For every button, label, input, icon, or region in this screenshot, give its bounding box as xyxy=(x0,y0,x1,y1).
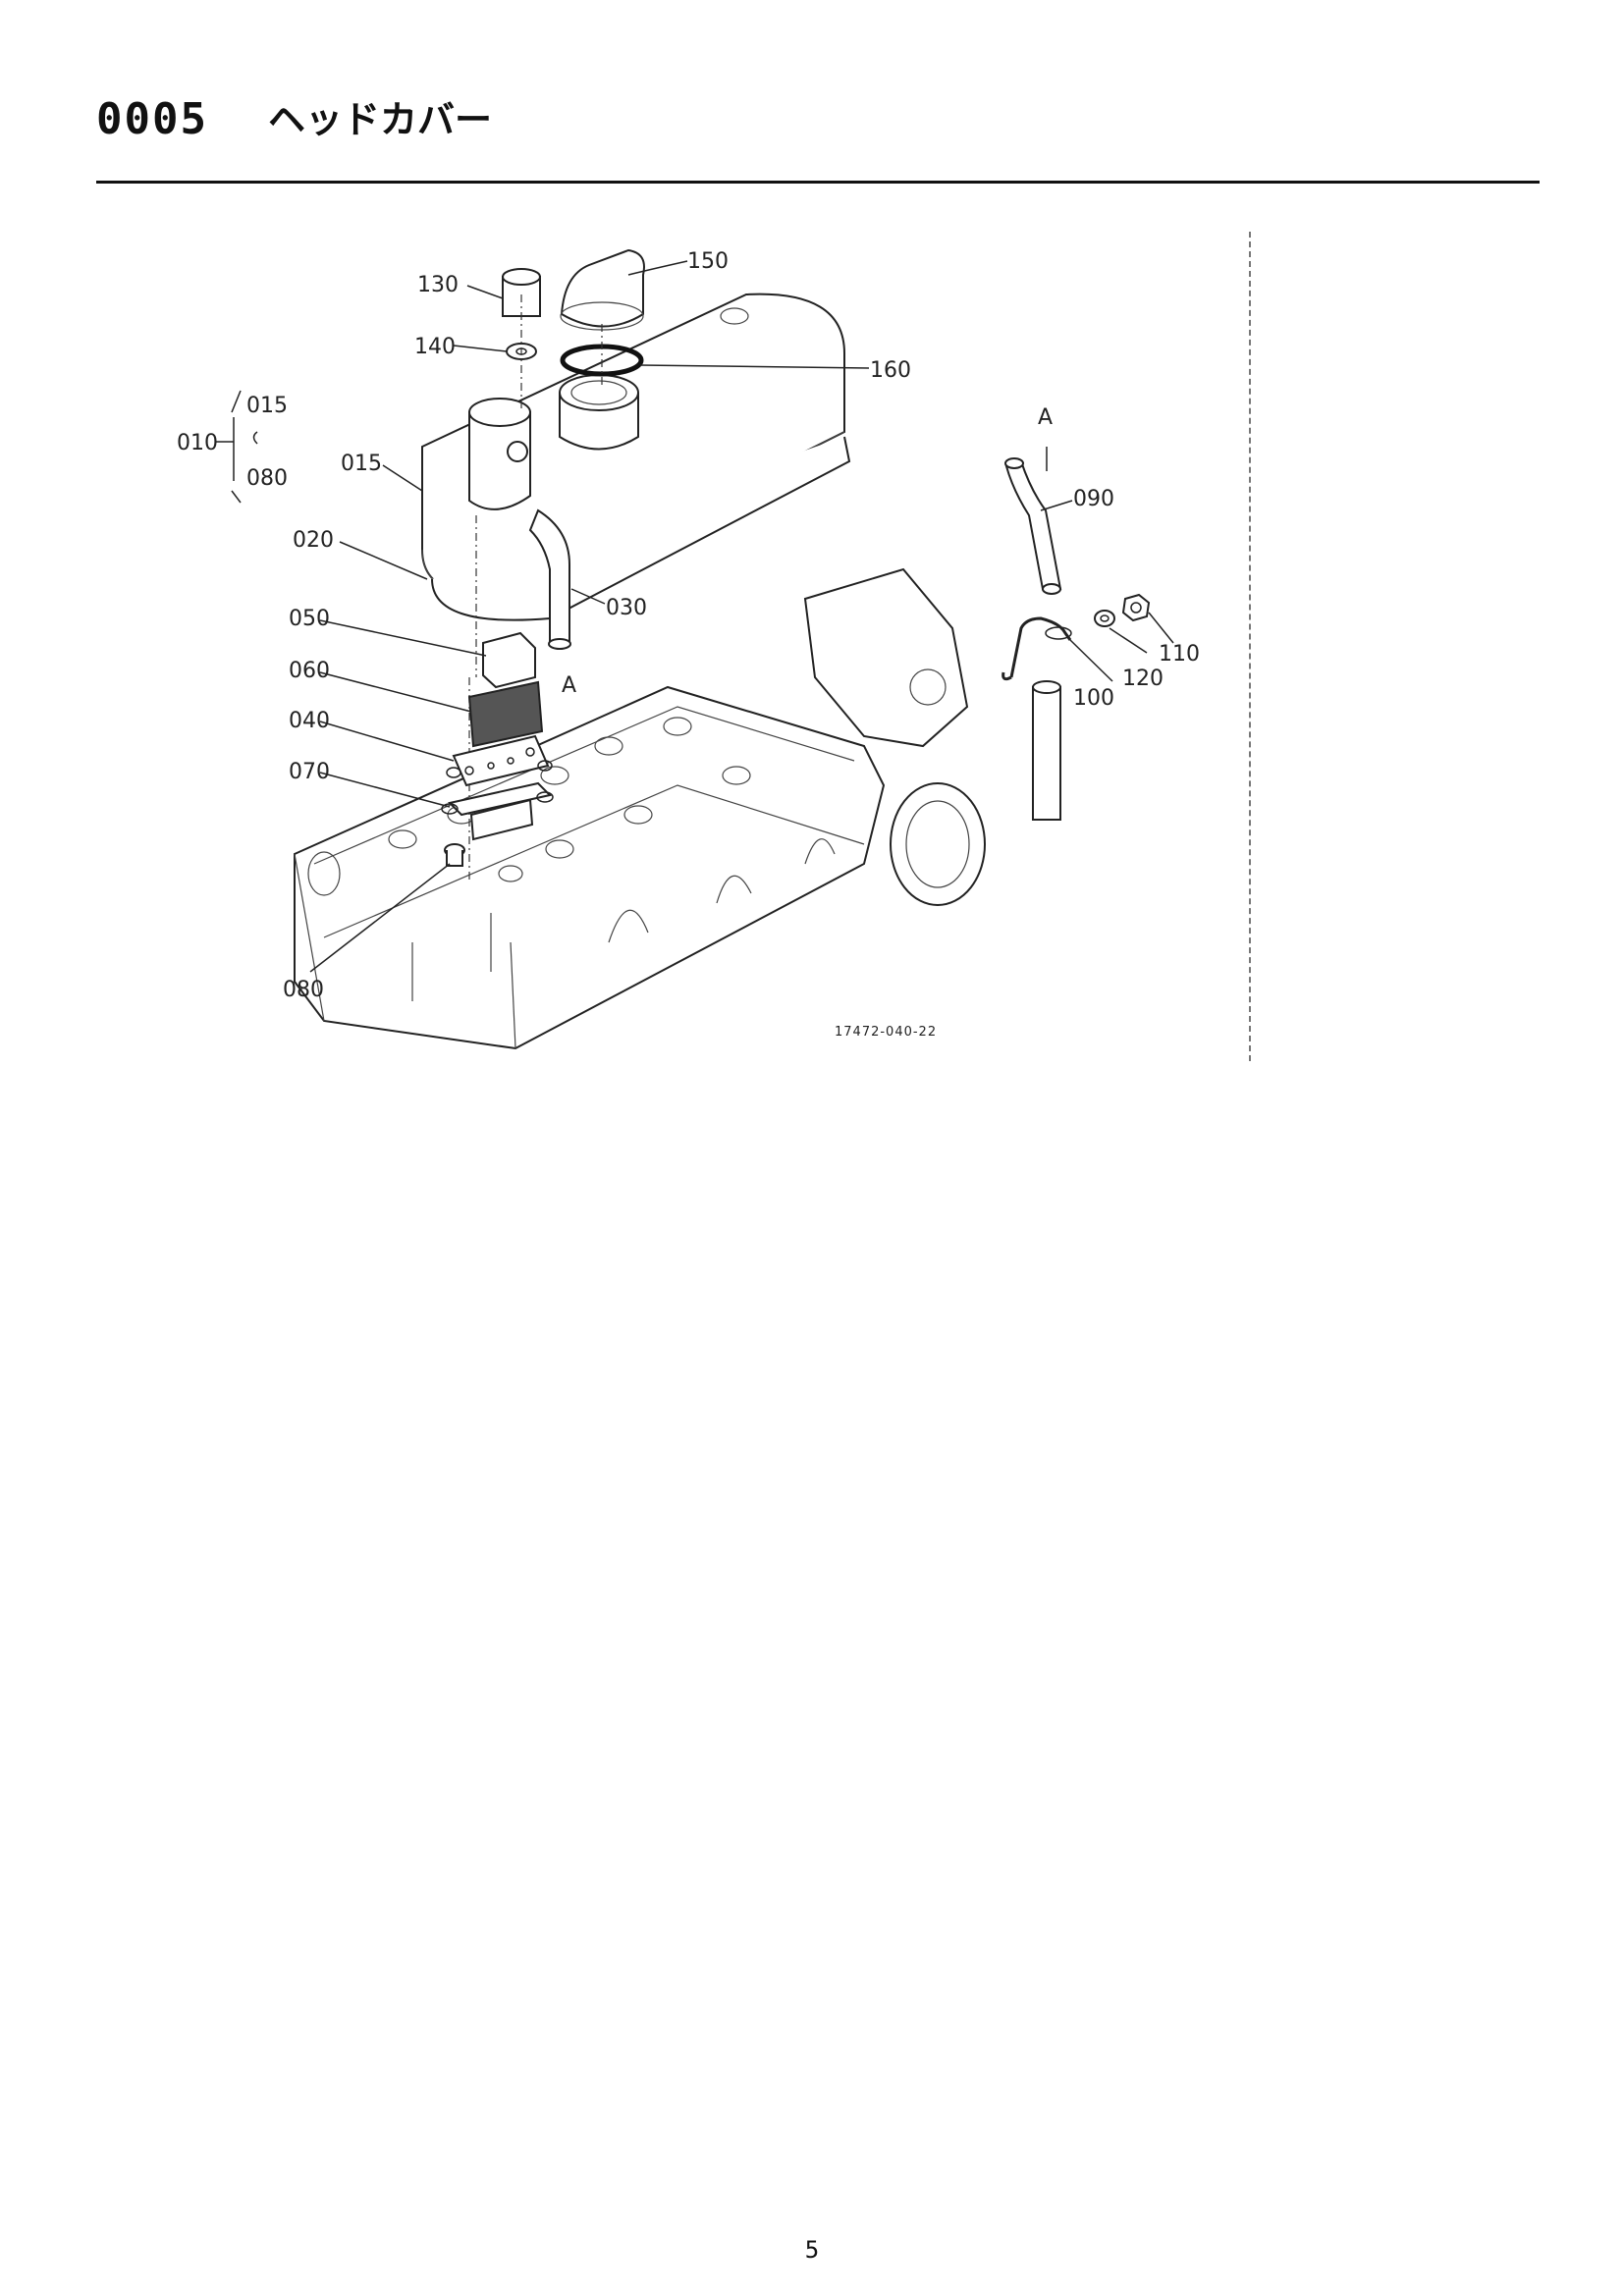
callout-100: 100 xyxy=(1073,686,1114,711)
filter-element-060 xyxy=(467,680,544,748)
callout-060: 060 xyxy=(289,659,330,683)
callout-080: 080 xyxy=(283,978,324,1002)
callout-030: 030 xyxy=(606,596,647,620)
connector-label-a-top: A xyxy=(1038,405,1053,430)
section-number: 0005 xyxy=(96,94,208,144)
section-title: ヘッドカバー xyxy=(268,98,493,141)
callout-010: 010 xyxy=(177,431,218,455)
bolt-080 xyxy=(444,843,465,867)
callout-050: 050 xyxy=(289,607,330,631)
callout-020: 020 xyxy=(293,528,334,553)
page-number: 5 xyxy=(804,2236,820,2264)
section-header: 0005 ヘッドカバー xyxy=(96,90,1540,149)
plate-040 xyxy=(452,734,550,787)
baffle-050 xyxy=(482,631,536,689)
callout-090: 090 xyxy=(1073,487,1114,511)
head-cover-drawing xyxy=(421,293,851,621)
cylinder-head-drawing xyxy=(294,567,986,1050)
oil-cap-150 xyxy=(560,248,645,331)
leader-lines xyxy=(216,260,1174,973)
header-rule xyxy=(96,181,1540,184)
callout-015: 015 xyxy=(341,452,382,476)
page-divider-dashed xyxy=(1249,232,1251,1061)
clamp-100 xyxy=(1001,616,1072,681)
callout-110: 110 xyxy=(1159,642,1200,667)
cap-nut-130 xyxy=(502,268,541,317)
callout-070: 070 xyxy=(289,760,330,784)
hose-090 xyxy=(1004,459,1062,590)
callout-130: 130 xyxy=(417,273,459,297)
drawing-reference-code: 17472-040-22 xyxy=(835,1025,937,1040)
callout-140: 140 xyxy=(414,335,456,359)
callout-080-group: 080 xyxy=(246,466,288,491)
pipe-lower xyxy=(1032,686,1061,821)
nut-110 xyxy=(1121,593,1151,622)
washer-120 xyxy=(1094,610,1115,627)
callout-150: 150 xyxy=(687,249,729,274)
callout-160: 160 xyxy=(870,358,911,383)
callout-120: 120 xyxy=(1122,667,1164,691)
connector-label-a-bottom: A xyxy=(562,673,576,698)
callout-040: 040 xyxy=(289,709,330,733)
callout-015-group: 015 xyxy=(246,394,288,418)
